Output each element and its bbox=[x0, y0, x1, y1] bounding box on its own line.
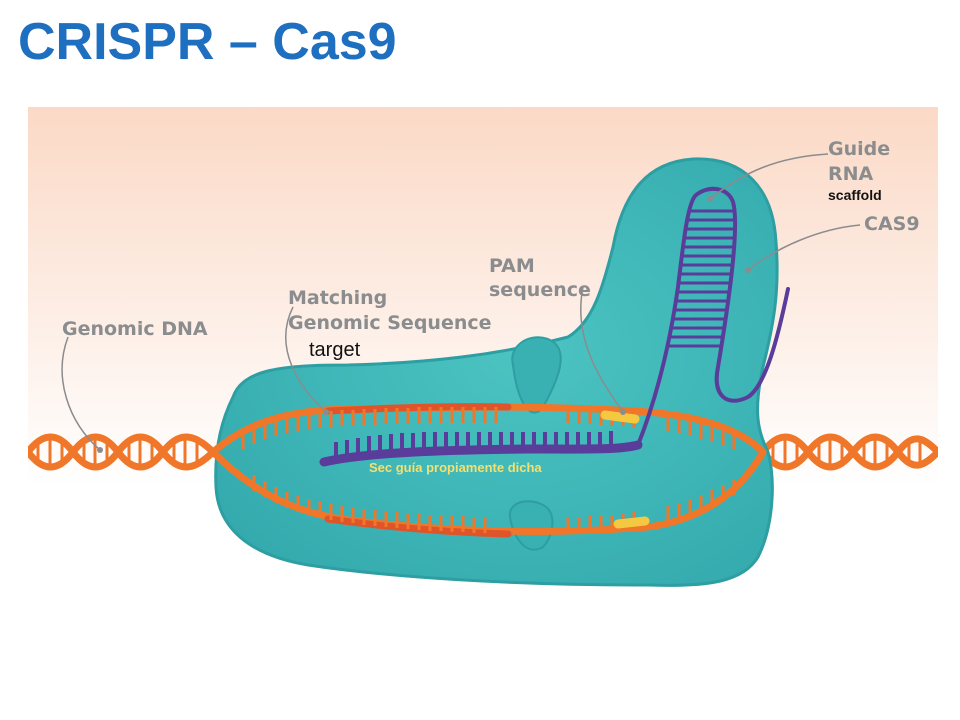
guide-rna-label-line2: RNA bbox=[828, 163, 874, 185]
crispr-diagram: Genomic DNA Matching Genomic Sequence ta… bbox=[28, 107, 938, 612]
guide-rna bbox=[319, 186, 790, 467]
pam-upper-segment bbox=[600, 410, 640, 424]
lower-dna-matching bbox=[324, 515, 512, 538]
guide-rna-spacer bbox=[319, 440, 643, 467]
slide-title: CRISPR – Cas9 bbox=[18, 13, 397, 71]
pam-label-line2: sequence bbox=[489, 279, 591, 301]
crispr-svg: Genomic DNA Matching Genomic Sequence ta… bbox=[28, 107, 938, 612]
guide-rna-teeth bbox=[334, 431, 613, 458]
guide-rna-stem-rungs bbox=[668, 209, 734, 348]
leader-lines bbox=[61, 153, 861, 451]
genomic-dna-label: Genomic DNA bbox=[62, 318, 208, 340]
matching-label-line1: Matching bbox=[288, 287, 387, 309]
scaffold-label: scaffold bbox=[828, 187, 882, 203]
target-label: target bbox=[309, 339, 361, 361]
cas9-lower-notch bbox=[508, 500, 554, 551]
guide-rna-scaffold bbox=[636, 186, 790, 447]
pam-lower-segment bbox=[613, 516, 650, 529]
matching-label-line2: Genomic Sequence bbox=[288, 312, 492, 334]
right-dna-helix bbox=[759, 433, 938, 471]
left-dna-helix bbox=[28, 433, 217, 471]
lower-dna-teeth bbox=[252, 475, 736, 533]
upper-dna-matching bbox=[324, 403, 512, 415]
guide-rna-label-line1: Guide bbox=[828, 138, 890, 160]
leader-dots bbox=[97, 196, 751, 453]
sec-guia-label: Sec guía propiamente dicha bbox=[369, 460, 542, 475]
left-dna-rungs bbox=[36, 439, 199, 465]
pam-label-line1: PAM bbox=[489, 255, 535, 277]
cas9-label: CAS9 bbox=[864, 213, 920, 235]
right-dna-rungs bbox=[771, 439, 922, 465]
